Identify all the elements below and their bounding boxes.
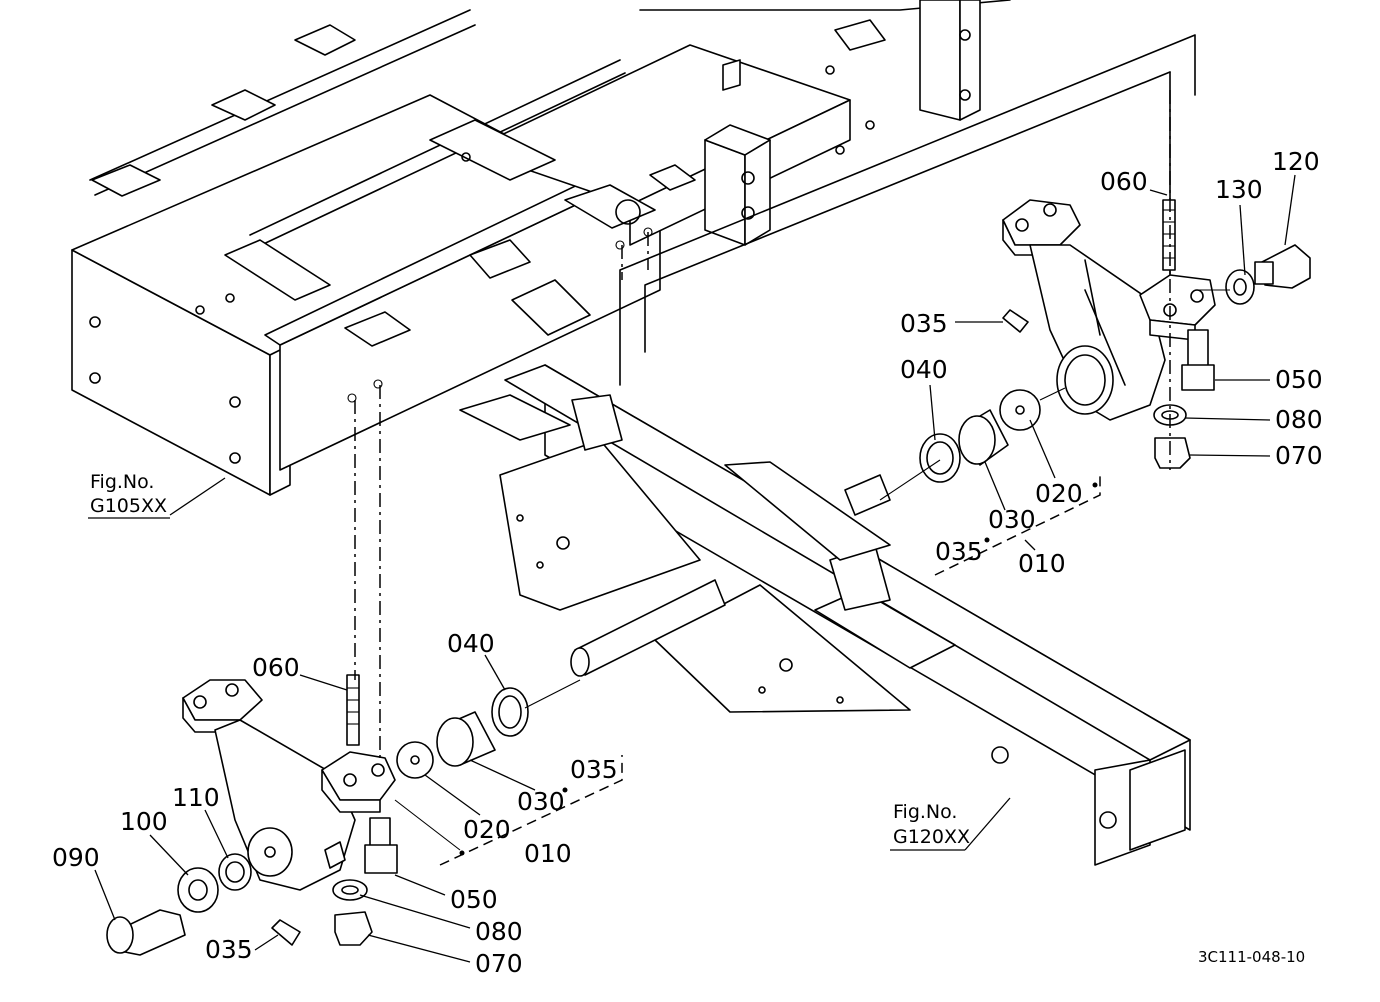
part-label-080: 080 bbox=[475, 917, 523, 946]
part-label-040: 040 bbox=[900, 355, 948, 384]
part-label-100: 100 bbox=[120, 807, 168, 836]
part-label-010: 010 bbox=[524, 839, 572, 868]
center-lines bbox=[354, 90, 1230, 851]
part-label-050: 050 bbox=[450, 885, 498, 914]
part-label-030: 030 bbox=[988, 505, 1036, 534]
figure-reference-g105xx: Fig.No. G105XX bbox=[88, 471, 170, 519]
right-bracket-assembly bbox=[919, 199, 1311, 483]
group-dot bbox=[1092, 482, 1098, 488]
part-label-020: 020 bbox=[1035, 479, 1083, 508]
drawing-code: 3C111-048-10 bbox=[1198, 948, 1305, 966]
leader-lines bbox=[94, 174, 1296, 963]
part-label-070: 070 bbox=[475, 949, 523, 978]
lower-frame bbox=[459, 364, 1191, 866]
part-label-060: 060 bbox=[1100, 167, 1148, 196]
group-dot bbox=[562, 787, 568, 793]
part-label-120: 120 bbox=[1272, 147, 1320, 176]
fig-ref-number: G120XX bbox=[893, 826, 970, 848]
part-label-060: 060 bbox=[252, 653, 300, 682]
part-label-030: 030 bbox=[517, 787, 565, 816]
part-label-130: 130 bbox=[1215, 175, 1263, 204]
assembly-group-lines bbox=[439, 475, 1101, 866]
part-label-040: 040 bbox=[447, 629, 495, 658]
fig-ref-number: G105XX bbox=[90, 495, 167, 517]
part-label-090: 090 bbox=[52, 843, 100, 872]
fig-ref-label: Fig.No. bbox=[90, 471, 154, 493]
group-dot bbox=[984, 537, 990, 543]
part-label-010: 010 bbox=[1018, 549, 1066, 578]
part-label-080: 080 bbox=[1275, 405, 1323, 434]
part-label-050: 050 bbox=[1275, 365, 1323, 394]
part-label-020: 020 bbox=[463, 815, 511, 844]
fig-ref-label: Fig.No. bbox=[893, 801, 957, 823]
part-label-035: 035 bbox=[900, 309, 948, 338]
part-label-070: 070 bbox=[1275, 441, 1323, 470]
left-bracket-assembly bbox=[106, 674, 529, 956]
group-dot bbox=[459, 850, 465, 856]
figure-reference-g120xx: Fig.No. G120XX bbox=[890, 801, 970, 851]
part-label-035: 035 bbox=[205, 935, 253, 964]
part-label-035: 035 bbox=[570, 755, 618, 784]
part-label-035: 035 bbox=[935, 537, 983, 566]
part-labels: 060 130 120 035 040 050 080 070 020 030 … bbox=[52, 147, 1323, 978]
part-label-110: 110 bbox=[172, 783, 220, 812]
upper-frame bbox=[71, 0, 1011, 496]
